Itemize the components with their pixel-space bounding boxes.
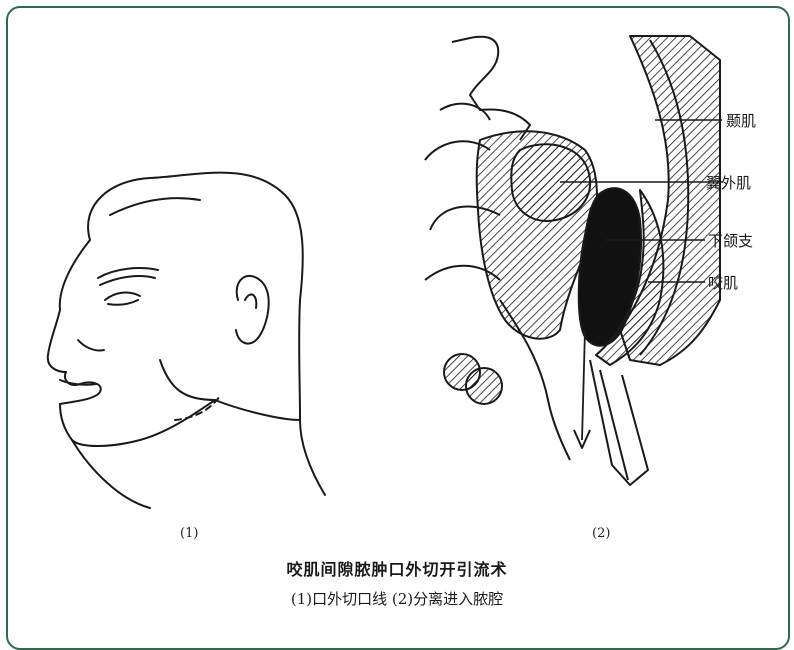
cross-section	[425, 36, 720, 485]
label-pterygoid: 翼外肌	[706, 172, 751, 193]
illustration	[0, 0, 794, 624]
caption-title: 咬肌间隙脓肿口外切开引流术	[0, 556, 794, 580]
caption-subtitle: (1)口外切口线 (2)分离进入脓腔	[0, 588, 794, 609]
label-ramus: 下颌支	[708, 230, 753, 251]
panel1-label: (1)	[180, 526, 198, 541]
face-drawing	[48, 173, 325, 508]
label-masseter: 咬肌	[708, 272, 738, 293]
label-temporalis: 颞肌	[726, 110, 756, 131]
panel2-label: (2)	[592, 526, 610, 541]
